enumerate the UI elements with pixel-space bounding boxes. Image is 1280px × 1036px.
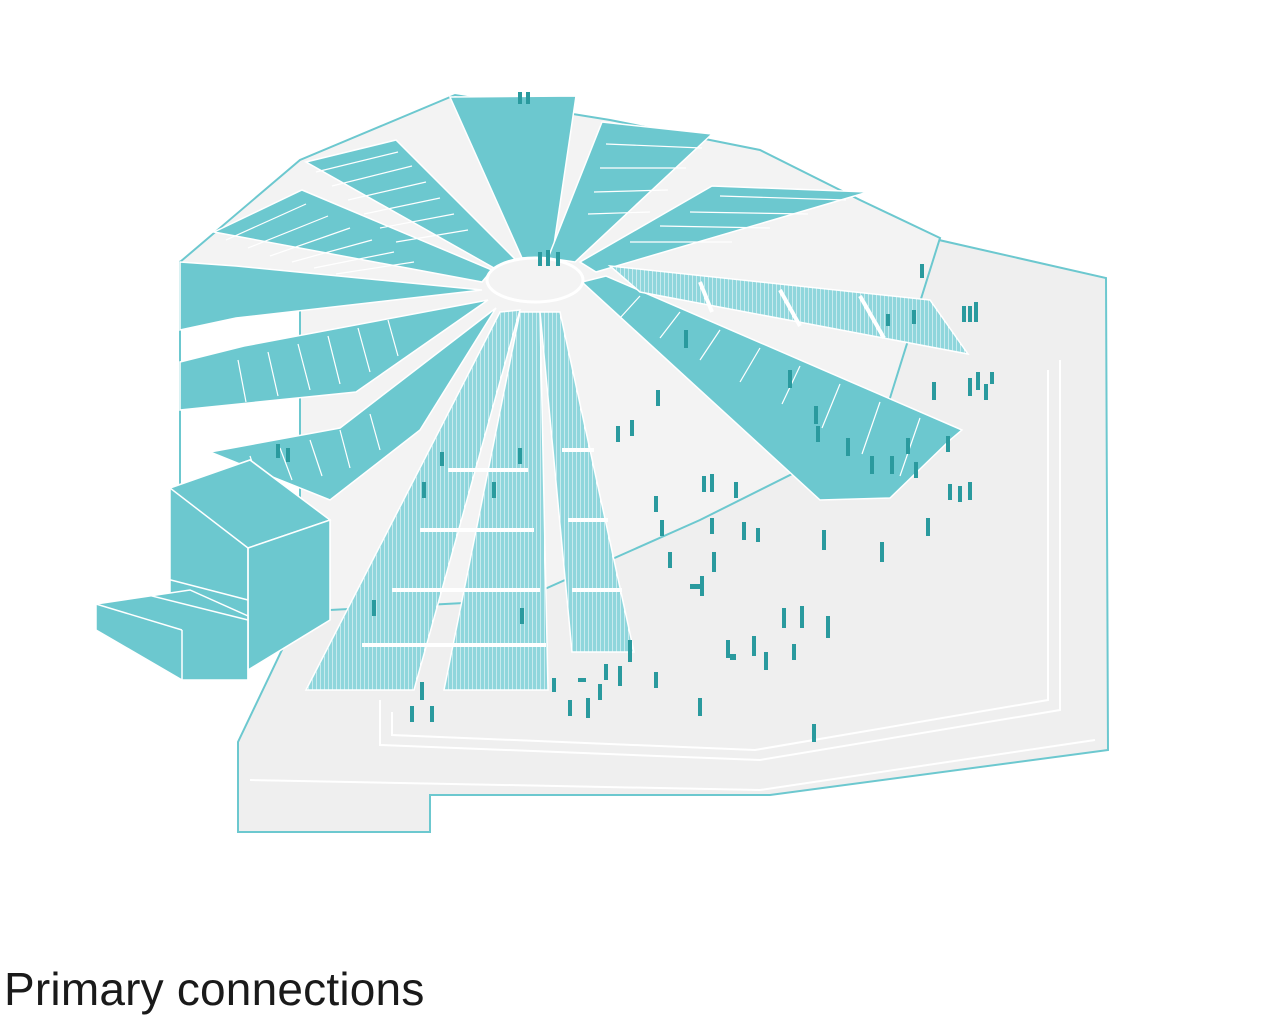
entrance-block: [95, 459, 332, 681]
stair-south-hatched: [443, 311, 549, 691]
plaza-ledges: [249, 360, 1096, 792]
lower-stair-ranks: [304, 265, 970, 691]
stair-west: [179, 261, 483, 331]
stair-landings: [362, 281, 886, 647]
stair-west-lower: [179, 299, 489, 411]
stair-north-east: [546, 121, 714, 263]
central-hub: [485, 256, 585, 304]
people: [276, 92, 994, 742]
stair-south-east-hatched: [539, 311, 635, 653]
stair-treads: [225, 143, 921, 481]
diagram-caption: Primary connections: [4, 963, 425, 1015]
stair-south-west-hatched: [304, 309, 522, 691]
axonometric-diagram: [95, 92, 1110, 833]
stair-east-upper: [578, 185, 869, 273]
